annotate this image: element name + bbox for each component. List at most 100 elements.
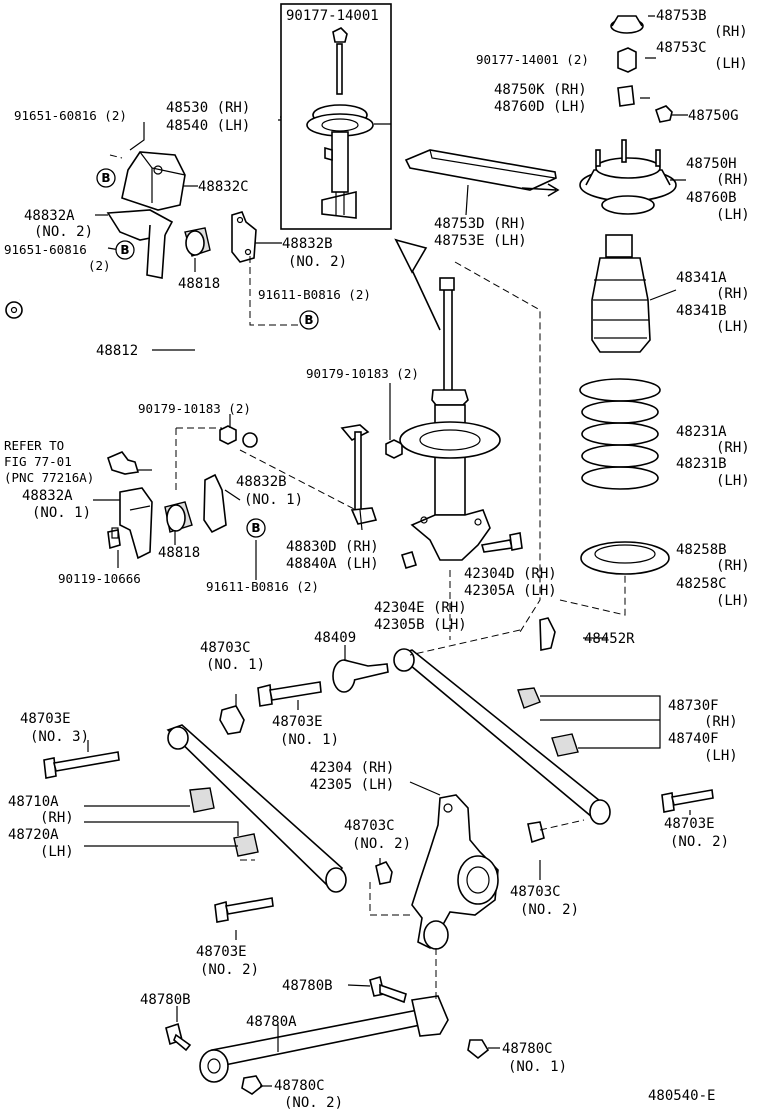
label-90119: 90119-10666 (58, 571, 141, 586)
label-48730f: 48730F (668, 698, 719, 714)
lateral-arm-48780a-drawing (199, 995, 449, 1083)
bolt-42304d (480, 539, 513, 553)
direction-arrow (521, 183, 560, 197)
label-48780c-no2: 48780C (274, 1078, 325, 1094)
label-48832a-no1-sub: (NO. 1) (32, 505, 91, 521)
nut-42304e (400, 551, 418, 569)
label-48780c-no2-sub: (NO. 2) (284, 1095, 343, 1111)
label-48780a: 48780A (246, 1014, 297, 1030)
stabilizer-bracket-drawing (121, 151, 186, 211)
label-48750h-rh: (RH) (716, 172, 750, 188)
nut-48703c-no2-a (375, 861, 393, 885)
label-91611-b: 91611-B0816 (2) (206, 579, 319, 594)
label-48818-b: 48818 (158, 545, 200, 561)
label-42305: 42305 (LH) (310, 777, 394, 793)
label-48703e-no2-right-sub: (NO. 2) (670, 834, 729, 850)
svg-text:B: B (251, 521, 260, 535)
stabilizer-bar (19, 277, 336, 445)
ref-badge-b-1: B (96, 168, 116, 188)
svg-text:B: B (120, 243, 129, 257)
label-48780c-no1: 48780C (502, 1041, 553, 1057)
label-refer-1: REFER TO (4, 438, 64, 453)
diagram-code: 480540-E (648, 1088, 715, 1104)
label-48780c-no1-sub: (NO. 1) (508, 1059, 567, 1075)
label-48703c-no2-b: 48703C (510, 884, 561, 900)
bolt-48703e-no2-left-drawing (214, 897, 274, 923)
label-48258c: 48258C (676, 576, 727, 592)
label-48760b: 48760B (686, 190, 737, 206)
label-48703c-no2-a-sub: (NO. 2) (352, 836, 411, 852)
stabilizer-bar-end-right (242, 432, 258, 448)
label-48341a: 48341A (676, 270, 727, 286)
label-42304d: 42304D (RH) (464, 566, 557, 582)
label-48703e-no1: 48703E (272, 714, 323, 730)
stabilizer-link-drawing (340, 424, 378, 525)
label-48720a-lh: (LH) (40, 844, 74, 860)
bolt-48703e-no1-drawing (257, 681, 322, 707)
svg-text:B: B (101, 171, 110, 185)
label-48258b: 48258B (676, 542, 727, 558)
rear-arm-48730f-drawing (393, 648, 611, 825)
nut-90179-right (385, 439, 403, 459)
label-48530: 48530 (RH) (166, 100, 250, 116)
label-48750g: 48750G (688, 108, 739, 124)
bolt-48703e-no2-right-drawing (661, 789, 714, 813)
label-48452r: 48452R (584, 631, 635, 647)
label-91651-b: 91651-60816 (4, 242, 87, 257)
label-48740f: 48740F (668, 731, 719, 747)
label-48832b-no1-sub: (NO. 1) (244, 492, 303, 508)
bolt-48703e-no3-drawing (43, 751, 120, 779)
label-48780b-right: 48780B (282, 978, 333, 994)
shock-absorber-drawing (399, 277, 501, 561)
nut-90177-drawing (617, 47, 637, 73)
nut-48780c-no1 (467, 1039, 490, 1060)
label-48703e-no1-sub: (NO. 1) (280, 732, 339, 748)
label-48830d: 48830D (RH) (286, 539, 379, 555)
bushing-48750k (617, 85, 635, 107)
label-48231b-lh: (LH) (716, 473, 750, 489)
label-90177-right: 90177-14001 (2) (476, 52, 589, 67)
label-48832b-no2-sub: (NO. 2) (288, 254, 347, 270)
clip-pnc-77216a (107, 451, 140, 475)
nut-48780c-no2 (241, 1075, 264, 1095)
ref-badge-b-2: B (115, 240, 135, 260)
ref-badge-b-3: B (299, 310, 319, 330)
front-arm-48710a-drawing (166, 724, 347, 893)
label-48258b-rh: (RH) (716, 558, 750, 574)
strut-mount-48750h-drawing (579, 139, 677, 215)
label-48703e-no2-right: 48703E (664, 816, 715, 832)
bushing-48720a (233, 833, 259, 857)
label-48341b-lh: (LH) (716, 319, 750, 335)
bushing-48730f (517, 687, 541, 709)
label-48840a: 48840A (LH) (286, 556, 379, 572)
clamp-48832b-no1-drawing (203, 473, 227, 534)
label-48231a-rh: (RH) (716, 440, 750, 456)
label-48703e-no2-left: 48703E (196, 944, 247, 960)
bushing-48710a (189, 787, 215, 813)
label-48341b: 48341B (676, 303, 727, 319)
label-48812: 48812 (96, 343, 138, 359)
label-48710a-rh: (RH) (40, 810, 74, 826)
label-48832a-no1: 48832A (22, 488, 73, 504)
label-48750h: 48750H (686, 156, 737, 172)
knuckle-42304-drawing (411, 794, 499, 950)
upper-mount-cap-drawing (610, 15, 644, 34)
label-48341a-rh: (RH) (716, 286, 750, 302)
label-48832a-no2-sub: (NO. 2) (34, 224, 93, 240)
label-42304: 42304 (RH) (310, 760, 394, 776)
bolt-90119-drawing (107, 527, 121, 550)
label-48832b-no1: 48832B (236, 474, 287, 490)
label-48832a-no2: 48832A (24, 208, 75, 224)
label-48703c-no1: 48703C (200, 640, 251, 656)
label-48760d: 48760D (LH) (494, 99, 587, 115)
svg-text:B: B (304, 313, 313, 327)
clamp-48832b-no2-drawing (231, 211, 257, 263)
bracket-no1-drawing (119, 487, 153, 560)
label-refer-2: FIG 77-01 (4, 454, 72, 469)
label-48231a: 48231A (676, 424, 727, 440)
label-91651-a: 91651-60816 (2) (14, 108, 127, 123)
label-48703c-no2-a: 48703C (344, 818, 395, 834)
label-48818-a: 48818 (178, 276, 220, 292)
spring-seat-drawing (580, 541, 670, 575)
